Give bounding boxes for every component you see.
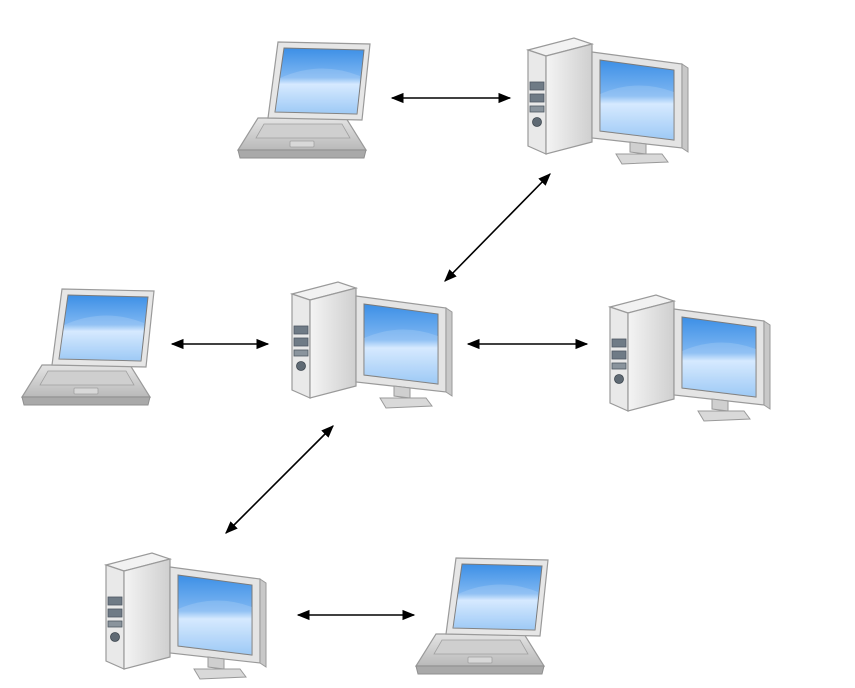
link-desktop-top-right-desktop-center [444, 173, 551, 282]
laptop-icon [21, 288, 155, 406]
laptop-icon [415, 557, 549, 675]
desktop-computer-icon [609, 294, 771, 422]
laptop-icon [237, 41, 371, 159]
desktop-computer-icon [291, 281, 453, 409]
desktop-computer-icon [527, 37, 689, 165]
desktop-computer-icon [105, 552, 267, 680]
link-desktop-center-desktop-bottom-left [225, 425, 334, 534]
